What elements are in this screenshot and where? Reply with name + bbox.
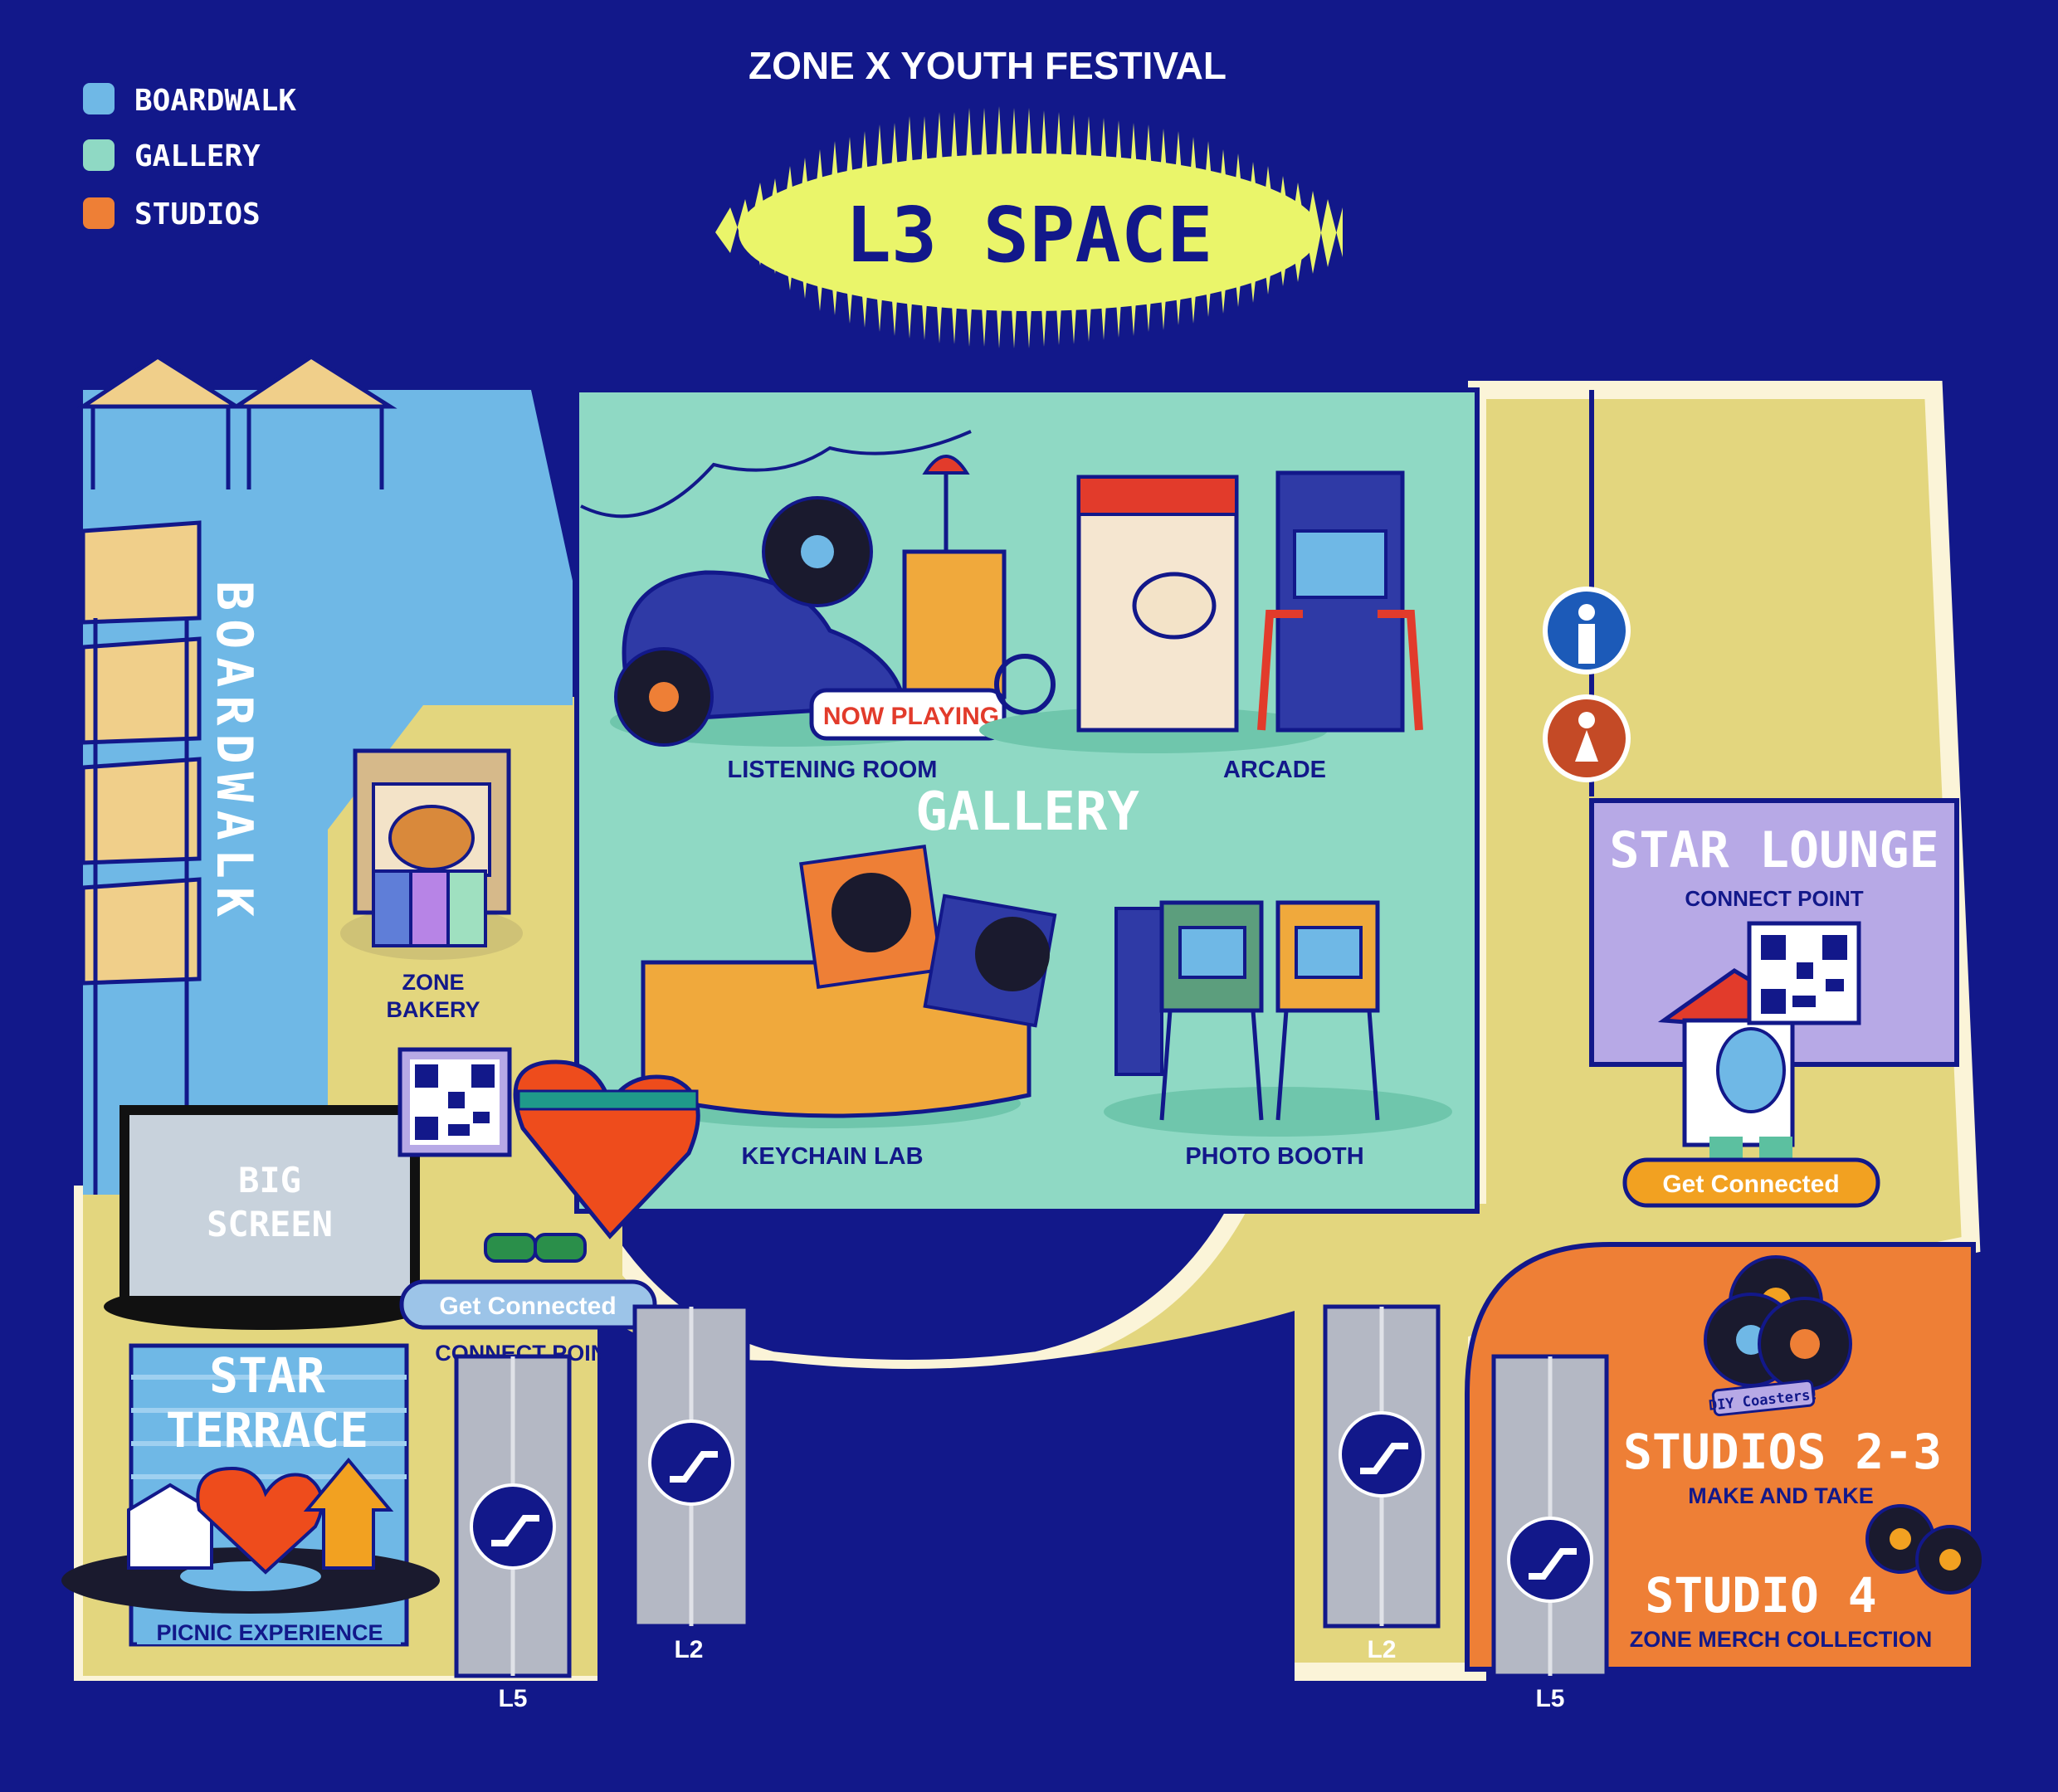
- diy-coaster-illustration: [1704, 1255, 1852, 1417]
- crate-icon: [902, 549, 1007, 699]
- stall-icon: [80, 520, 202, 625]
- arcade-illustration: [979, 470, 1423, 753]
- photo-strip-icon: [1114, 907, 1163, 1076]
- legend-swatch-gallery: [83, 139, 115, 171]
- atrium-void: [597, 1311, 1295, 1792]
- get-connected-left-label: Get Connected: [439, 1293, 616, 1320]
- legend-swatch-studios: [83, 197, 115, 229]
- legend-label-studios: STUDIOS: [134, 197, 261, 231]
- escalator-l5-left[interactable]: [454, 1354, 572, 1678]
- house-mascot: [1657, 921, 1861, 1161]
- festival-title: ZONE X YOUTH FESTIVAL: [749, 44, 1227, 87]
- star-terrace-title-line1: STAR: [209, 1347, 325, 1404]
- bakery-label-line2: BAKERY: [386, 997, 480, 1022]
- escalator-icon: [1339, 1411, 1425, 1497]
- legend-swatch-boardwalk: [83, 83, 115, 114]
- boardwalk-zone: [83, 390, 573, 1195]
- headphones-icon: [994, 654, 1056, 715]
- escalator-l5-right-label: L5: [1535, 1685, 1564, 1712]
- escalator-l5-left-label: L5: [498, 1685, 527, 1712]
- gallery-zone-title: GALLERY: [915, 782, 1139, 843]
- sound-wave-core: [739, 153, 1319, 311]
- space-title: L3 SPACE: [845, 191, 1212, 280]
- diy-tag: [1711, 1379, 1816, 1417]
- stall-icon: [80, 877, 202, 986]
- make-and-take-label: MAKE AND TAKE: [1688, 1483, 1874, 1508]
- escalator-l2-left-label: L2: [674, 1636, 703, 1663]
- picnic-label: PICNIC EXPERIENCE: [156, 1620, 383, 1645]
- escalator-l2-right[interactable]: [1323, 1304, 1441, 1629]
- stall-icons: [80, 520, 202, 1195]
- escalator-l2-right-label: L2: [1367, 1636, 1396, 1663]
- escalator-icon: [470, 1483, 556, 1570]
- photo-booth-label: PHOTO BOOTH: [1185, 1143, 1363, 1170]
- photo-booth-illustration: [1104, 900, 1452, 1137]
- legend-label-boardwalk: BOARDWALK: [134, 84, 296, 118]
- heart-mascot: [397, 1047, 700, 1263]
- vinyl-record-icon: [831, 873, 911, 952]
- drum-icon: [1132, 572, 1217, 640]
- vinyl-record-icon: [975, 917, 1050, 991]
- escalator-icon: [1507, 1517, 1593, 1603]
- arcade-cabinet-icon: [1275, 470, 1405, 733]
- listening-room-label: LISTENING ROOM: [728, 757, 938, 783]
- big-screen-label-line2: SCREEN: [207, 1204, 333, 1244]
- string-lights: [580, 430, 972, 519]
- listening-room-illustration: [610, 455, 1056, 747]
- escalator-l2-left[interactable]: [632, 1304, 750, 1629]
- merch-label: ZONE MERCH COLLECTION: [1630, 1627, 1933, 1652]
- escalator-icon: [648, 1419, 734, 1506]
- legend: BOARDWALK GALLERY STUDIOS: [83, 83, 296, 231]
- arrow-mascot-small: [303, 1457, 394, 1570]
- bread-icon: [388, 805, 475, 871]
- connect-point-right-label: CONNECT POINT: [1685, 886, 1863, 911]
- house-mascot-small: [127, 1483, 213, 1570]
- legend-label-gallery: GALLERY: [134, 139, 261, 173]
- zone-bakery: [340, 748, 523, 960]
- star-terrace-title-line2: TERRACE: [166, 1402, 368, 1458]
- studios-23-title: STUDIOS 2-3: [1623, 1424, 1942, 1480]
- escalator-l5-right[interactable]: [1491, 1354, 1609, 1678]
- bakery-label-line1: ZONE: [402, 970, 464, 995]
- tent-icon: [76, 354, 244, 409]
- tent-icon: [229, 354, 397, 409]
- keychain-lab-illustration: [639, 845, 1057, 1128]
- lamp-icon: [922, 455, 970, 475]
- now-playing-sign: [809, 688, 1007, 741]
- star-lounge-title: STAR LOUNGE: [1609, 821, 1939, 879]
- now-playing-label: NOW PLAYING: [823, 703, 999, 730]
- stall-icon: [80, 636, 202, 745]
- get-connected-right-button[interactable]: [1622, 1157, 1880, 1208]
- boardwalk-zone-title: BOARDWALK: [205, 581, 263, 925]
- keychain-lab-label: KEYCHAIN LAB: [741, 1143, 923, 1170]
- studio-4-title: STUDIO 4: [1645, 1567, 1876, 1624]
- big-screen: [119, 1105, 420, 1306]
- big-screen-label-line1: BIG: [238, 1160, 301, 1200]
- stall-icon: [80, 757, 202, 865]
- arcade-label: ARCADE: [1223, 757, 1326, 783]
- get-connected-right-label: Get Connected: [1662, 1171, 1839, 1198]
- tent-icons: [76, 354, 397, 489]
